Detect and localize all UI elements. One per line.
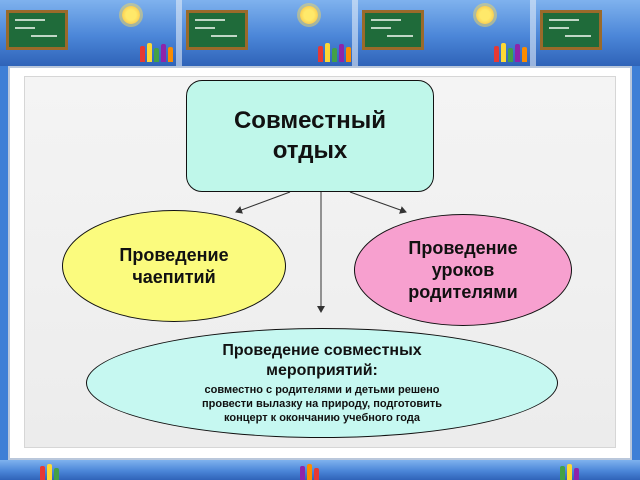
pencils-icon	[300, 460, 344, 480]
tea-line2: чаепитий	[132, 267, 216, 287]
top-decorative-border	[0, 0, 640, 66]
main-topic-box: Совместный отдых	[186, 80, 434, 192]
sun-icon	[476, 6, 494, 24]
joint-title-line1: Проведение совместных	[222, 342, 422, 359]
joint-desc-line1: совместно с родителями и детьми решено	[204, 384, 440, 396]
parents-line2: уроков	[431, 260, 495, 280]
sun-icon	[300, 6, 318, 24]
arrow-to-parents	[349, 191, 407, 214]
joint-title-line2: мероприятий:	[266, 362, 378, 379]
bottom-decorative-border	[0, 460, 640, 480]
joint-desc-line3: концерт к окончанию учебного года	[224, 412, 420, 424]
pencils-icon	[318, 42, 362, 62]
pencils-icon	[40, 460, 84, 480]
arrow-to-tea	[235, 191, 291, 214]
window-post	[176, 0, 182, 66]
chalkboard-icon	[540, 10, 602, 50]
window-post	[352, 0, 358, 66]
main-topic-line1: Совместный	[233, 107, 387, 134]
pencils-icon	[494, 42, 538, 62]
chalkboard-icon	[6, 10, 68, 50]
window-post	[530, 0, 536, 66]
main-topic-line2: отдых	[272, 137, 348, 164]
parents-line1: Проведение	[408, 238, 518, 258]
chalkboard-icon	[186, 10, 248, 50]
joint-events-ellipse: Проведение совместных мероприятий: совме…	[86, 328, 558, 438]
sun-icon	[122, 6, 140, 24]
joint-desc-line2: провести вылазку на природу, подготовить	[201, 398, 442, 410]
tea-party-ellipse: Проведение чаепитий	[62, 210, 286, 322]
parent-lessons-ellipse: Проведение уроков родителями	[354, 214, 572, 326]
parents-line3: родителями	[408, 282, 518, 302]
pencils-icon	[560, 460, 604, 480]
pencils-icon	[140, 42, 184, 62]
chalkboard-icon	[362, 10, 424, 50]
tea-line1: Проведение	[119, 245, 229, 265]
